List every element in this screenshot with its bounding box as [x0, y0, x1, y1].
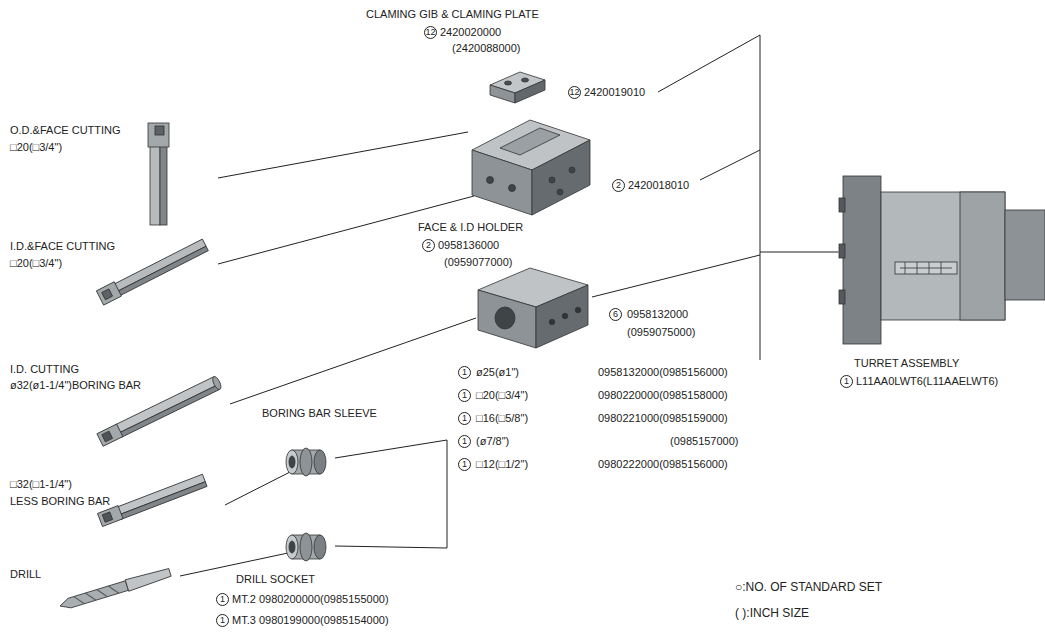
dimension: □20(□3/4") [476, 389, 528, 402]
clamping-gib [490, 72, 545, 103]
part-number: (2420088000) [452, 42, 521, 55]
part-name: DRILL [10, 568, 41, 581]
part-number: L11AA0LWT6(L11AAELWT6) [856, 375, 998, 388]
part-name: FACE & I.D HOLDER [418, 221, 523, 234]
part-number: 0980221000(0985159000) [598, 412, 728, 425]
callout-number: 1 [216, 614, 229, 627]
part-number: (0985157000) [670, 435, 739, 448]
drill-socket [286, 533, 326, 561]
part-name: TURRET ASSEMBLY [854, 357, 959, 370]
dimension: ø25(ø1") [476, 366, 519, 379]
part-number: 0980220000(0985158000) [598, 389, 728, 402]
dimension: □12(□1/2") [476, 458, 528, 471]
od-cutting-tool [148, 123, 169, 225]
leader-lines [180, 35, 838, 576]
part-name: BORING BAR SLEEVE [262, 407, 377, 420]
part-number: 2420019010 [584, 86, 645, 99]
part-number: 2420018010 [628, 179, 689, 192]
callout-number: 1 [458, 412, 471, 425]
callout-number: 2 [422, 239, 435, 252]
turret-assembly [839, 176, 1045, 344]
callout-number: 1 [840, 375, 853, 388]
part-name: I.D.&FACE CUTTING [10, 240, 115, 253]
part-number: 0958132000(0985156000) [598, 366, 728, 379]
part-name: I.D. CUTTING [10, 363, 79, 376]
callout-number: 1 [458, 389, 471, 402]
part-name: DRILL SOCKET [236, 573, 315, 586]
dimension: □20(□3/4") [10, 257, 62, 270]
face-id-holder [472, 120, 590, 215]
less-boring-bar [97, 473, 207, 526]
legend-entry: ○:NO. OF STANDARD SET [735, 580, 882, 594]
part-number: MT.2 0980200000(0985155000) [232, 593, 389, 606]
part-number: (0959077000) [444, 256, 513, 269]
callout-number: 1 [458, 458, 471, 471]
callout-number: 12 [568, 86, 581, 99]
part-number: MT.3 0980199000(0985154000) [232, 614, 389, 627]
part-number: (0959075000) [627, 326, 696, 339]
legend-entry: ( ):INCH SIZE [735, 606, 809, 620]
callout-number: 1 [216, 593, 229, 606]
boring-bar-holder [478, 268, 588, 348]
part-number: 0958132000 [627, 308, 688, 321]
callout-number: 6 [609, 308, 622, 321]
callout-number: 1 [458, 366, 471, 379]
part-name: O.D.&FACE CUTTING [10, 124, 121, 137]
callout-number: 1 [458, 435, 471, 448]
dimension: □32(□1-1/4") [10, 478, 72, 491]
part-number: 0980222000(0985156000) [598, 458, 728, 471]
part-name: LESS BORING BAR [10, 495, 110, 508]
boring-bar-sleeve [286, 448, 326, 476]
dimension: □20(□3/4") [10, 141, 62, 154]
callout-number: 12 [424, 26, 437, 39]
dimension: ø32(ø1-1/4")BORING BAR [10, 379, 141, 392]
part-number: 2420020000 [440, 26, 501, 39]
dimension: (ø7/8") [476, 435, 509, 448]
dimension: □16(□5/8") [476, 412, 528, 425]
drill [58, 567, 171, 612]
callout-number: 2 [612, 179, 625, 192]
part-name: CLAMING GIB & CLAMING PLATE [366, 8, 539, 21]
part-number: 0958136000 [438, 239, 499, 252]
